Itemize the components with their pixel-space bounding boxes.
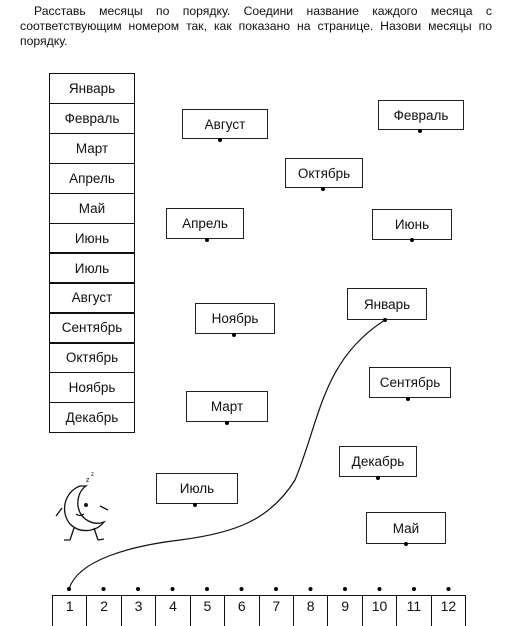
- dot-dekabr[interactable]: [376, 476, 380, 480]
- number-6[interactable]: 6: [224, 596, 258, 626]
- dot-may[interactable]: [404, 542, 408, 546]
- label-may[interactable]: Май: [366, 512, 446, 544]
- number-12[interactable]: 12: [430, 596, 467, 626]
- number-10[interactable]: 10: [361, 596, 396, 626]
- svg-text:z: z: [91, 472, 94, 478]
- label-avgust[interactable]: Август: [182, 109, 268, 139]
- label-fevral[interactable]: Февраль: [378, 100, 464, 130]
- dot-sentyabr[interactable]: [406, 397, 410, 401]
- dot-iyun[interactable]: [410, 238, 414, 242]
- number-11[interactable]: 11: [396, 596, 430, 626]
- number-7[interactable]: 7: [258, 596, 293, 626]
- number-dots: [67, 587, 451, 591]
- number-dot-2[interactable]: [101, 587, 106, 591]
- svg-text:z: z: [86, 477, 90, 484]
- number-dot-8[interactable]: [308, 587, 313, 591]
- number-3[interactable]: 3: [120, 596, 155, 626]
- number-dot-3[interactable]: [136, 587, 140, 591]
- label-yanvar[interactable]: Январь: [347, 288, 427, 320]
- label-iyul[interactable]: Июль: [156, 473, 238, 504]
- number-2[interactable]: 2: [86, 596, 120, 626]
- number-dot-4[interactable]: [170, 587, 175, 591]
- dot-aprel[interactable]: [205, 238, 209, 242]
- number-row: 1 2 3 4 5 6 7 8 9 10 11 12: [52, 595, 467, 626]
- dot-noyabr[interactable]: [232, 333, 236, 337]
- label-sentyabr[interactable]: Сентябрь: [369, 367, 451, 398]
- number-dot-7[interactable]: [274, 587, 278, 591]
- label-oktyabr[interactable]: Октябрь: [285, 158, 363, 188]
- sleeping-moon-icon: z z: [55, 472, 109, 541]
- dot-mart[interactable]: [225, 421, 229, 425]
- number-5[interactable]: 5: [189, 596, 224, 626]
- instruction-text: Расставь месяцы по порядку. Соедини назв…: [20, 4, 492, 48]
- example-connecting-line: [68, 319, 386, 590]
- number-dot-5[interactable]: [205, 587, 209, 591]
- number-dot-6[interactable]: [239, 587, 244, 591]
- number-8[interactable]: 8: [292, 596, 327, 626]
- dot-avgust[interactable]: [218, 138, 222, 142]
- dot-iyul[interactable]: [193, 503, 197, 507]
- instructions: Расставь месяцы по порядку. Соедини назв…: [20, 4, 492, 49]
- ordered-month-12: Декабрь: [49, 401, 135, 434]
- number-9[interactable]: 9: [327, 596, 361, 626]
- ordered-months-list: Январь Февраль Март Апрель Май Июнь Июль…: [49, 73, 135, 434]
- number-dot-12[interactable]: [446, 587, 451, 591]
- number-4[interactable]: 4: [155, 596, 189, 626]
- number-dot-11[interactable]: [412, 587, 416, 591]
- dot-oktyabr[interactable]: [321, 187, 325, 191]
- number-1[interactable]: 1: [52, 596, 86, 626]
- dot-fevral[interactable]: [418, 129, 422, 133]
- label-dekabr[interactable]: Декабрь: [339, 446, 417, 477]
- number-dot-10[interactable]: [377, 587, 382, 591]
- drawing-overlay: z z: [55, 319, 451, 591]
- number-dot-9[interactable]: [343, 587, 347, 591]
